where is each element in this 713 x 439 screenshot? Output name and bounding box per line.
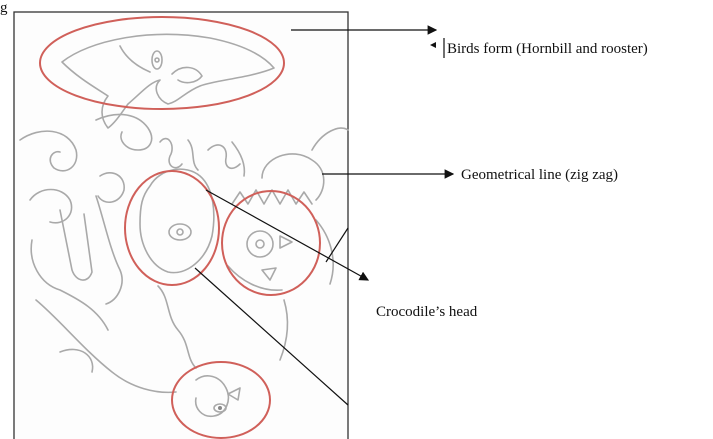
small-arrow-head-icon — [430, 42, 436, 48]
geometrical-line-label: Geometrical line (zig zag) — [461, 167, 618, 183]
birds-form-label: Birds form (Hornbill and rooster) — [447, 41, 648, 57]
crocodile-head-label: Crocodile’s head — [376, 304, 478, 320]
corner-fragment: g — [0, 0, 8, 16]
figure-border — [14, 12, 348, 439]
